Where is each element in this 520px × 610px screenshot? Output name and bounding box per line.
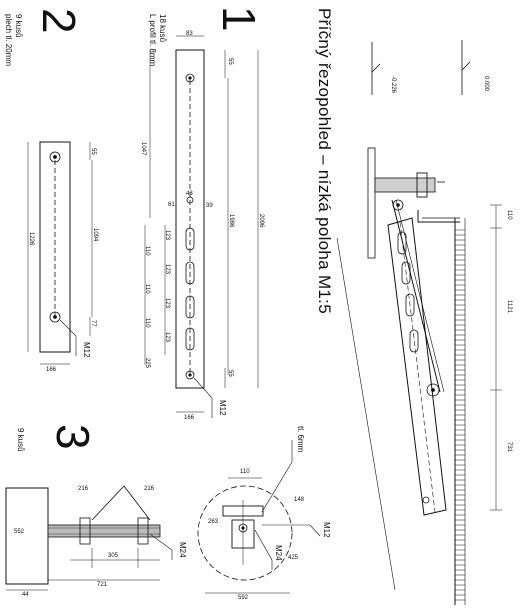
part3-dim-bottom: 44	[22, 592, 29, 598]
detail-bolt-small: M12	[322, 522, 331, 538]
detail-bolt-large: M24	[274, 545, 283, 561]
part3-anchor	[5, 485, 173, 591]
part1-number: 1	[213, 6, 265, 32]
detail-dim-592: 592	[238, 595, 249, 601]
detail-dim-148: 148	[294, 497, 305, 503]
section-dim-110: 110	[506, 210, 512, 220]
detail-dim-263: 263	[208, 519, 219, 525]
part1-dim-110a: 110	[144, 246, 150, 256]
part3-dim-total: 721	[97, 582, 108, 588]
part1-dim-39: 39	[206, 203, 213, 209]
detail-dim-425: 425	[288, 555, 299, 561]
part1-profile	[144, 35, 259, 418]
part3-dim-b216: 216	[144, 486, 155, 492]
part1-dim-total: 1047	[140, 142, 146, 156]
section-dim-731: 731	[506, 442, 512, 453]
part1-dim-1986: 1986	[228, 214, 234, 228]
part1-slot4: 123	[164, 332, 170, 343]
part2-material: plech tl. 20mm	[4, 14, 13, 67]
part2-number: 2	[33, 8, 85, 34]
part1-dim-2096: 2096	[258, 214, 264, 228]
part2-qty: 9 kusů	[14, 14, 23, 38]
part3-qty: 9 kusů	[16, 428, 25, 452]
part3-dim-height: 552	[14, 529, 25, 535]
part1-qty: 18 kusů	[158, 14, 167, 43]
part2-dim-total: 1226	[28, 232, 34, 246]
part1-dim-base: 166	[184, 415, 195, 421]
drawing-title: Příčný řezopohled – nízká poloha M1:5	[315, 8, 334, 314]
part1-material: L profil tl. 8mm	[148, 14, 157, 67]
part3-dim-a216: 216	[78, 486, 89, 492]
part2-dim-bottom: 77	[90, 320, 96, 327]
part2-plate	[27, 141, 93, 365]
part1-slot2: 123	[164, 264, 170, 275]
part2-bolt: M12	[82, 342, 91, 358]
part1-dim-bottom: 55	[227, 370, 233, 377]
part1-dim-110c: 110	[144, 318, 150, 328]
part1-dim-110b: 110	[144, 284, 150, 294]
part1-dim-43: 43	[186, 191, 193, 197]
part3-dim-inner: 305	[108, 553, 119, 559]
pile-hatching	[455, 229, 465, 601]
level-lower: -0.226	[390, 76, 396, 94]
detail-view	[197, 440, 321, 594]
part1-slot1: 123	[164, 230, 170, 241]
part2-dim-width: 166	[46, 367, 57, 373]
part1-dim-top: 55	[227, 58, 233, 65]
part3-number: 3	[47, 424, 99, 450]
part1-dim-width: 83	[186, 31, 193, 37]
part1-bolt: M12	[218, 400, 227, 416]
detail-dim-110: 110	[240, 469, 250, 475]
part2-dim-top: 55	[90, 148, 96, 155]
level-upper: 0.000	[483, 76, 489, 92]
part3-bolt: M24	[178, 542, 187, 558]
section-view	[336, 40, 502, 605]
section-dim-1121: 1121	[506, 300, 512, 313]
part2-dim-inner: 1094	[92, 228, 98, 242]
part1-slot3: 123	[164, 298, 170, 309]
part1-dim-225: 225	[144, 358, 150, 369]
part1-dim-61: 61	[168, 202, 175, 208]
detail-plate-thickness: tl. 6mm	[296, 426, 305, 453]
